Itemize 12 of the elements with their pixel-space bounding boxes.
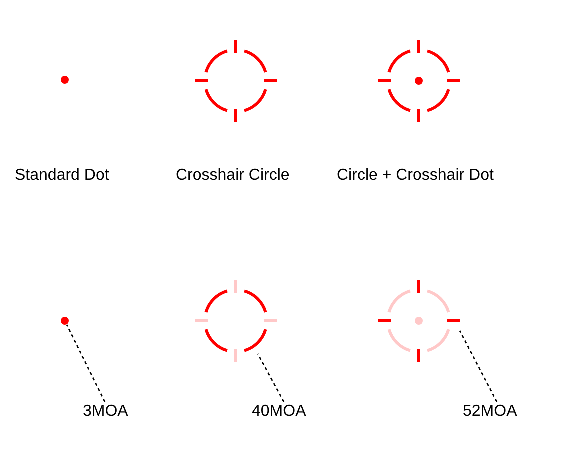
- reticle-caption: Circle + Crosshair Dot: [337, 166, 494, 186]
- reticle-caption: Crosshair Circle: [176, 166, 290, 186]
- crosshair-ticks: [378, 280, 460, 362]
- reticle-ring: [203, 288, 269, 354]
- size-label: 3MOA: [83, 402, 128, 422]
- leader-line: [66, 324, 106, 402]
- size-label: 52MOA: [463, 402, 518, 422]
- reticle-dot: [61, 317, 69, 325]
- leader-line: [459, 330, 498, 402]
- leader-line: [257, 354, 285, 402]
- size-label: 40MOA: [252, 402, 306, 422]
- reticle-caption: Standard Dot: [15, 166, 110, 186]
